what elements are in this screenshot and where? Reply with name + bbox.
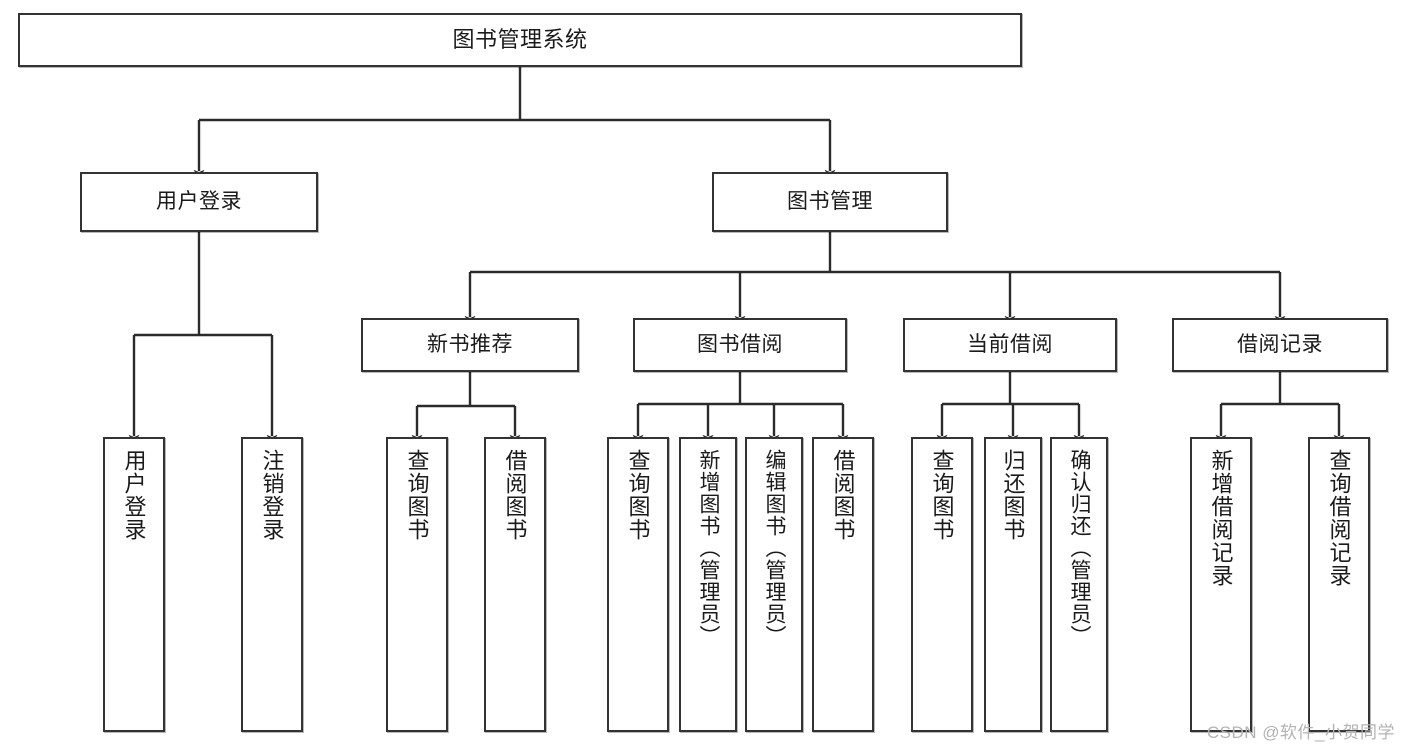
node-label: 借阅图书 xyxy=(830,449,856,541)
node-leaf-cb-confirm[interactable]: 确认归还（管理员） xyxy=(1050,437,1108,732)
node-leaf-cb-query[interactable]: 查询图书 xyxy=(911,437,973,732)
node-l3-new-book[interactable]: 新书推荐 xyxy=(361,318,579,372)
node-label: 编辑图书（管理员） xyxy=(763,449,787,647)
node-root[interactable]: 图书管理系统 xyxy=(18,13,1022,67)
node-l2-book-manage[interactable]: 图书管理 xyxy=(712,172,948,232)
node-label: 新增图书（管理员） xyxy=(697,449,721,647)
node-label: 图书管理系统 xyxy=(452,27,588,53)
node-leaf-user-login[interactable]: 用户登录 xyxy=(103,437,165,732)
node-label: 借阅图书 xyxy=(502,449,528,541)
node-label: 查询图书 xyxy=(929,449,955,541)
node-l3-borrow[interactable]: 图书借阅 xyxy=(633,318,847,372)
node-label: 图书管理 xyxy=(787,189,873,213)
node-label: 归还图书 xyxy=(1000,449,1026,541)
node-label: 查询图书 xyxy=(625,449,651,541)
node-leaf-rc-query[interactable]: 查询借阅记录 xyxy=(1308,437,1370,732)
node-leaf-rc-add[interactable]: 新增借阅记录 xyxy=(1190,437,1252,732)
csdn-watermark: CSDN @软件_小贺同学 xyxy=(1206,723,1395,742)
node-label: 图书借阅 xyxy=(697,332,783,356)
node-label: 用户登录 xyxy=(156,189,242,213)
node-label: 新书推荐 xyxy=(427,332,513,356)
node-leaf-nb-borrow[interactable]: 借阅图书 xyxy=(484,437,546,732)
node-leaf-bw-query[interactable]: 查询图书 xyxy=(607,437,669,732)
node-label: 查询借阅记录 xyxy=(1326,449,1352,587)
node-label: 注销登录 xyxy=(259,449,285,541)
node-leaf-bw-edit[interactable]: 编辑图书（管理员） xyxy=(745,437,803,732)
node-label: 当前借阅 xyxy=(967,332,1053,356)
node-label: 借阅记录 xyxy=(1237,332,1323,356)
node-leaf-user-logout[interactable]: 注销登录 xyxy=(241,437,303,732)
node-leaf-bw-add[interactable]: 新增图书（管理员） xyxy=(679,437,737,732)
node-label: 确认归还（管理员） xyxy=(1068,449,1092,647)
node-l2-user-login[interactable]: 用户登录 xyxy=(80,172,318,232)
node-label: 用户登录 xyxy=(121,449,147,541)
node-leaf-cb-return[interactable]: 归还图书 xyxy=(984,437,1042,732)
node-l3-current[interactable]: 当前借阅 xyxy=(903,318,1117,372)
node-leaf-nb-query[interactable]: 查询图书 xyxy=(386,437,448,732)
node-l3-record[interactable]: 借阅记录 xyxy=(1172,318,1388,372)
node-label: 新增借阅记录 xyxy=(1208,449,1234,587)
node-leaf-bw-borrow[interactable]: 借阅图书 xyxy=(812,437,874,732)
node-label: 查询图书 xyxy=(404,449,430,541)
